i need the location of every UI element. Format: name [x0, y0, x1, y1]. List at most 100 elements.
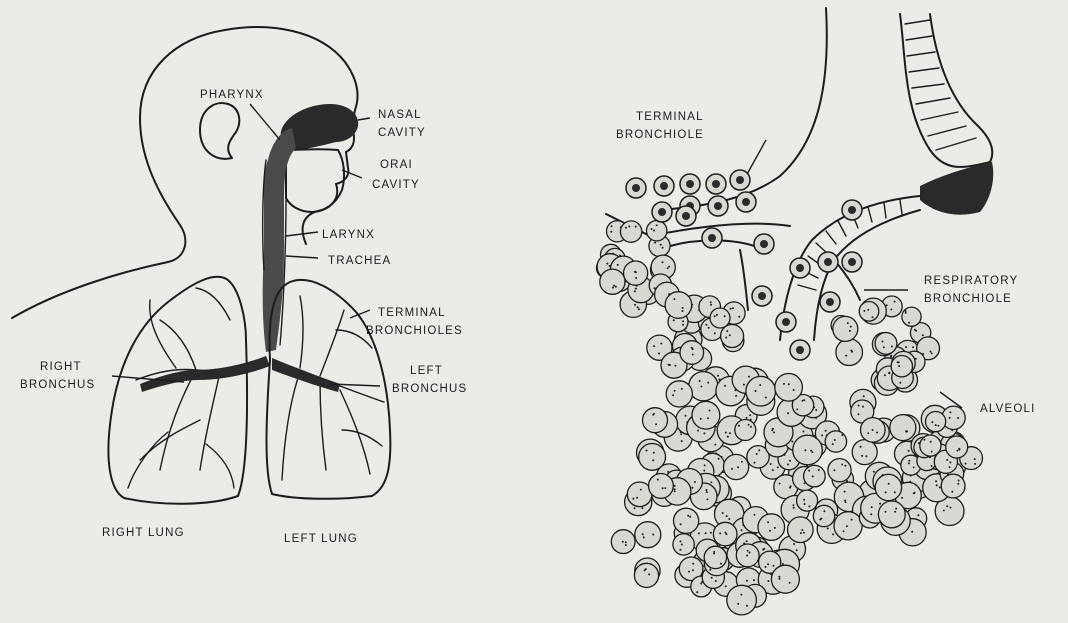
stipple-dot	[865, 455, 867, 457]
stipple-dot	[879, 503, 881, 505]
stipple-dot	[746, 540, 748, 542]
alveolus	[647, 221, 667, 241]
stipple-dot	[774, 527, 776, 529]
stipple-dot	[974, 458, 976, 460]
stipple-dot	[743, 384, 745, 386]
stipple-dot	[923, 439, 925, 441]
stipple-dot	[725, 337, 727, 339]
stipple-dot	[622, 541, 624, 543]
stipple-dot	[861, 455, 863, 457]
alveolus	[692, 401, 720, 429]
stipple-dot	[913, 466, 915, 468]
stipple-dot	[662, 487, 664, 489]
stipple-dot	[792, 504, 794, 506]
stipple-dot	[692, 563, 694, 565]
stipple-dot	[888, 372, 890, 374]
stipple-dot	[703, 432, 705, 434]
bronchiole-sac-core	[758, 292, 766, 300]
stipple-dot	[638, 308, 640, 310]
alveolus	[746, 376, 776, 406]
stipple-dot	[867, 432, 869, 434]
stipple-dot	[958, 480, 960, 482]
stipple-dot	[872, 429, 874, 431]
stipple-dot	[707, 417, 709, 419]
alveolus	[713, 522, 737, 546]
stipple-dot	[635, 226, 637, 228]
stipple-dot	[772, 469, 774, 471]
stipple-dot	[891, 346, 893, 348]
stipple-dot	[692, 354, 694, 356]
stipple-dot	[674, 390, 676, 392]
bronchiole-sac-core	[712, 180, 720, 188]
alveolus	[758, 514, 785, 541]
stipple-dot	[728, 518, 730, 520]
stipple-dot	[890, 309, 892, 311]
stipple-dot	[737, 466, 739, 468]
stipple-dot	[746, 605, 748, 607]
bronchiole-sac-core	[826, 298, 834, 306]
stipple-dot	[653, 345, 655, 347]
label-nasal-cavity-line1: NASAL	[378, 109, 422, 121]
stipple-dot	[883, 346, 885, 348]
stipple-dot	[674, 490, 676, 492]
stipple-dot	[668, 266, 670, 268]
stipple-dot	[800, 532, 802, 534]
alveolus	[946, 436, 968, 458]
alveolus	[721, 325, 744, 348]
stipple-dot	[770, 463, 772, 465]
stipple-dot	[660, 343, 662, 345]
stipple-dot	[930, 351, 932, 353]
stipple-dot	[612, 287, 614, 289]
label-terminal-bronchiole-line2: BRONCHIOLE	[616, 129, 704, 141]
stipple-dot	[783, 383, 785, 385]
stipple-dot	[722, 512, 724, 514]
bronchiole-sac-core	[736, 176, 744, 184]
stipple-dot	[823, 510, 825, 512]
stipple-dot	[758, 449, 760, 451]
stipple-dot	[956, 450, 958, 452]
label-oral-cavity-line1: ORAI	[380, 159, 413, 171]
stipple-dot	[720, 563, 722, 565]
stipple-dot	[841, 464, 843, 466]
upper-airway	[263, 104, 359, 352]
stipple-dot	[832, 443, 834, 445]
stipple-dot	[788, 383, 790, 385]
stipple-dot	[707, 498, 709, 500]
bronchiole-sac-core	[714, 202, 722, 210]
stipple-dot	[746, 417, 748, 419]
stipple-dot	[756, 453, 758, 455]
stipple-dot	[811, 451, 813, 453]
stipple-dot	[847, 322, 849, 324]
stipple-dot	[803, 532, 805, 534]
alveolus	[788, 517, 814, 543]
stipple-dot	[730, 308, 732, 310]
stipple-dot	[834, 439, 836, 441]
stipple-dot	[724, 385, 726, 387]
stipple-dot	[700, 386, 702, 388]
stipple-dot	[689, 516, 691, 518]
stipple-dot	[779, 578, 781, 580]
stipple-dot	[850, 326, 852, 328]
stipple-dot	[803, 499, 805, 501]
stipple-dot	[641, 507, 643, 509]
stipple-dot	[871, 506, 873, 508]
stipple-dot	[714, 332, 716, 334]
stipple-dot	[724, 315, 726, 317]
stipple-dot	[762, 549, 764, 551]
stipple-dot	[841, 434, 843, 436]
stipple-dot	[714, 315, 716, 317]
stipple-dot	[949, 411, 951, 413]
stipple-dot	[688, 571, 690, 573]
stipple-dot	[706, 491, 708, 493]
stipple-dot	[646, 450, 648, 452]
stipple-dot	[885, 491, 887, 493]
alveolus	[878, 501, 905, 528]
stipple-dot	[845, 355, 847, 357]
stipple-dot	[681, 388, 683, 390]
stipple-dot	[951, 491, 953, 493]
alveolus	[797, 490, 818, 511]
stipple-dot	[657, 479, 659, 481]
stipple-dot	[732, 307, 734, 309]
label-right-lung: RIGHT LUNG	[102, 527, 185, 539]
